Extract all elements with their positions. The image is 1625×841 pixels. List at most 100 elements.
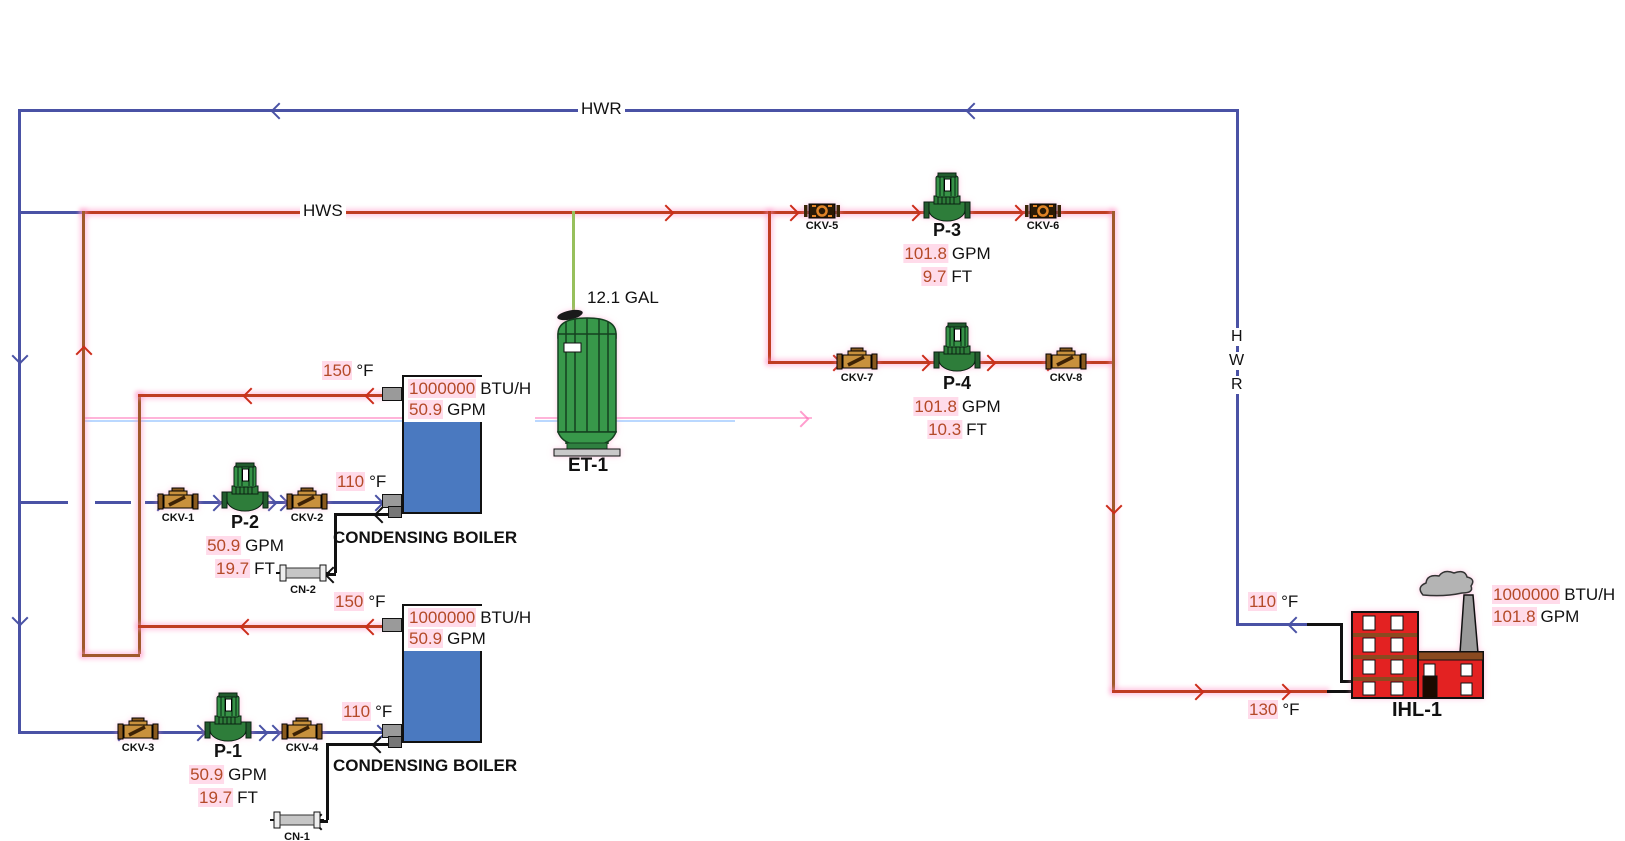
flow-arrow	[364, 387, 382, 405]
check-valve-icon-ckv8[interactable]	[1045, 347, 1087, 372]
valve-label-ckv2: CKV-2	[290, 512, 324, 524]
lower-boiler-supply-pipe[interactable]	[138, 625, 386, 628]
building-return-temp: 110°F	[1248, 592, 1299, 611]
lower-return-temp: 110°F	[342, 702, 393, 721]
flow-arrow	[1187, 683, 1205, 701]
pump-icon-p2[interactable]	[221, 462, 269, 513]
check-valve-icon-ckv2[interactable]	[286, 487, 328, 512]
check-valve-icon-ckv5[interactable]	[804, 202, 840, 220]
flow-arrow	[364, 618, 382, 636]
hwr-riser-letter: R	[1228, 376, 1246, 395]
boiler-flange	[382, 387, 402, 401]
lower-condensate-pipe-h[interactable]	[326, 743, 402, 746]
flow-arrow	[965, 102, 983, 120]
flow-arrow	[75, 345, 93, 363]
hwr-riser-letter: H	[1228, 328, 1246, 347]
flow-arrow	[1105, 497, 1123, 515]
flex-connector-icon-cn2[interactable]	[276, 564, 330, 582]
connector-label-cn2: CN-2	[290, 584, 316, 596]
pump-icon-p1[interactable]	[204, 692, 252, 743]
building-tag-label: IHL-1	[1392, 699, 1442, 721]
check-valve-icon-ckv3[interactable]	[117, 717, 159, 742]
flow-arrow	[11, 609, 29, 627]
building-supply-stub[interactable]	[1327, 690, 1354, 693]
hws-main-pipe[interactable]	[82, 211, 1112, 214]
hwr-pipe-label: HWR	[578, 99, 625, 119]
flow-arrow	[782, 204, 800, 222]
flow-arrow	[1007, 204, 1025, 222]
flow-arrow	[979, 354, 997, 372]
hwr-main-pipe[interactable]	[18, 109, 1236, 112]
supply-riser-right-pipe[interactable]	[1112, 211, 1115, 690]
boiler-drain-flange	[388, 736, 402, 748]
flex-connector-icon-cn1[interactable]	[270, 811, 324, 829]
upper-condensate-pipe-end[interactable]	[326, 573, 336, 576]
building-supply-temp: 130°F	[1248, 700, 1300, 719]
flow-arrow	[205, 494, 223, 512]
flow-arrow	[239, 618, 257, 636]
flow-arrow	[242, 387, 260, 405]
flow-arrow	[904, 204, 922, 222]
flow-arrow	[914, 354, 932, 372]
check-valve-icon-ckv4[interactable]	[281, 717, 323, 742]
check-valve-icon-ckv7[interactable]	[836, 347, 878, 372]
upper-supply-temp: 150°F	[322, 361, 374, 380]
building-bracket-pipe[interactable]	[1340, 623, 1343, 681]
supply-riser-mid-pipe[interactable]	[138, 394, 141, 654]
building-icon[interactable]	[1335, 553, 1490, 700]
p2-suction-pipe-seg3[interactable]	[145, 501, 402, 504]
valve-label-ckv7: CKV-7	[840, 372, 874, 384]
check-valve-icon-ckv6[interactable]	[1025, 202, 1061, 220]
building-bracket-bottom[interactable]	[1340, 680, 1354, 683]
valve-label-ckv6: CKV-6	[1026, 220, 1060, 232]
flow-arrow	[657, 204, 675, 222]
lower-condensate-pipe-end[interactable]	[318, 820, 328, 823]
hws-pipe-label: HWS	[300, 201, 346, 221]
valve-label-ckv3: CKV-3	[121, 742, 155, 754]
flow-arrow	[371, 736, 389, 754]
flow-arrow	[1274, 683, 1292, 701]
boiler-flange	[382, 618, 402, 632]
flow-arrow	[11, 347, 29, 365]
tank-tag-label: ET-1	[567, 455, 609, 476]
expansion-tank-icon[interactable]	[552, 306, 622, 457]
flow-arrow	[792, 410, 810, 428]
upper-boiler-name: CONDENSING BOILER	[333, 528, 518, 547]
building-supply-pipe[interactable]	[1112, 690, 1327, 693]
supply-joiner-pipe[interactable]	[82, 654, 140, 657]
expansion-tank-pipe[interactable]	[572, 211, 575, 312]
check-valve-icon-ckv1[interactable]	[157, 487, 199, 512]
lower-condensate-pipe-v[interactable]	[326, 743, 329, 820]
valve-label-ckv5: CKV-5	[805, 220, 839, 232]
supply-riser-left-pipe[interactable]	[82, 211, 85, 654]
flow-arrow	[264, 724, 282, 742]
upper-boiler-supply-pipe[interactable]	[138, 394, 386, 397]
hwr-riser-letter: W	[1226, 352, 1248, 371]
valve-label-ckv8: CKV-8	[1049, 372, 1083, 384]
hwr-hws-stub-pipe[interactable]	[18, 211, 82, 214]
lower-supply-temp: 150°F	[334, 592, 386, 611]
valve-label-ckv4: CKV-4	[285, 742, 319, 754]
p2-suction-pipe-seg1[interactable]	[18, 501, 68, 504]
p4-branch-riser-pipe[interactable]	[768, 211, 771, 361]
upper-condensate-pipe-h[interactable]	[334, 513, 402, 516]
valve-label-ckv1: CKV-1	[161, 512, 195, 524]
upper-condensate-pipe-v[interactable]	[334, 513, 337, 573]
building-return-pipe[interactable]	[1236, 623, 1307, 626]
lower-boiler-name: CONDENSING BOILER	[333, 756, 518, 775]
pump-icon-p3[interactable]	[923, 172, 971, 223]
hwr-left-riser-pipe[interactable]	[18, 109, 21, 731]
tank-volume-label: 12.1 GAL	[587, 288, 659, 307]
pump-icon-p4[interactable]	[933, 322, 981, 373]
p2-suction-pipe-seg2[interactable]	[95, 501, 131, 504]
building-return-stub[interactable]	[1307, 623, 1340, 626]
boiler-drain-flange	[388, 506, 402, 518]
